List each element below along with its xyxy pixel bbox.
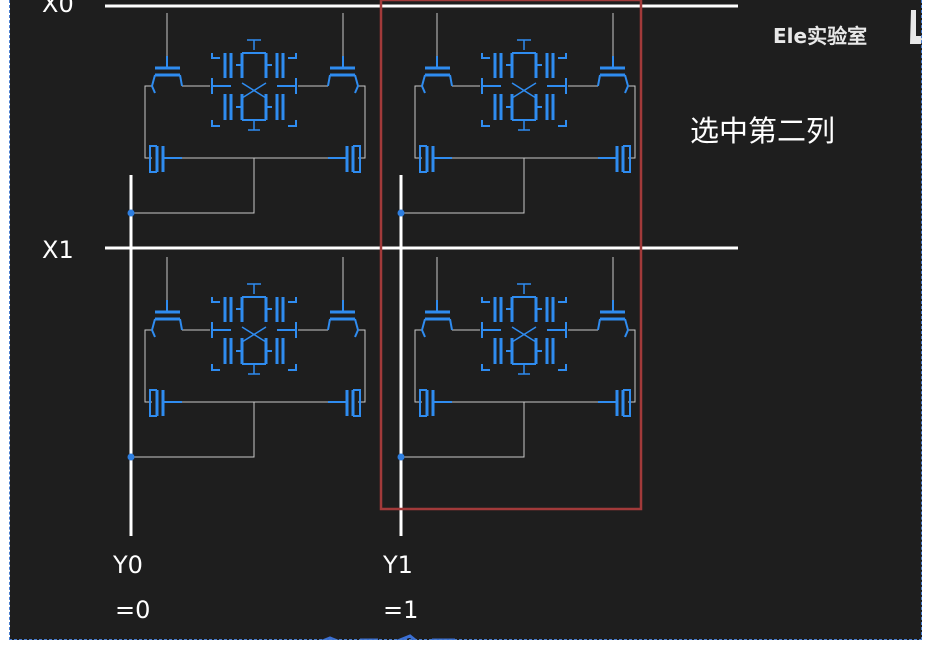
row-label-x0: X0 — [42, 0, 74, 18]
access-transistor-right — [327, 300, 360, 338]
cross-coupled-inverters — [481, 39, 567, 131]
select-transistor-left — [149, 389, 182, 417]
select-transistor-left — [419, 145, 452, 173]
sram-cell-r1c0 — [127, 257, 366, 461]
select-transistor-right — [328, 145, 361, 173]
select-transistor-right — [328, 389, 361, 417]
watermark-logo-mark — [910, 10, 922, 44]
watermark-logo-text: Ele实验室 — [773, 24, 868, 48]
caption-text: 选中第二列 — [690, 114, 836, 148]
access-transistor-right — [597, 56, 630, 94]
selected-column-highlight — [379, 0, 643, 511]
select-transistor-right — [598, 145, 631, 173]
node-dot — [127, 453, 135, 461]
cross-coupled-inverters — [481, 283, 567, 375]
column-label-y1: Y1 — [383, 551, 413, 579]
cross-coupled-inverters — [211, 283, 297, 375]
access-transistor-right — [597, 300, 630, 338]
access-transistor-left — [150, 56, 183, 94]
sram-cell-r0c1 — [397, 13, 636, 217]
select-transistor-right — [598, 389, 631, 417]
sram-cell-r1c1 — [397, 257, 636, 461]
column-value-y0: =0 — [115, 596, 151, 624]
column-value-y1: =1 — [383, 596, 419, 624]
node-dot — [127, 209, 135, 217]
sram-cell-r0c0 — [127, 13, 366, 217]
access-transistor-left — [420, 300, 453, 338]
diagram-canvas: X0 X1 Y0 =0 Y1 =1 选中第二列 Ele实验室 — [10, 0, 922, 640]
access-transistor-left — [150, 300, 183, 338]
column-label-y0: Y0 — [113, 551, 143, 579]
select-transistor-left — [419, 389, 452, 417]
node-dot — [397, 209, 405, 217]
sram-array-diagram — [105, 0, 738, 536]
cross-coupled-inverters — [211, 39, 297, 131]
select-transistor-left — [149, 145, 182, 173]
subtitle-fragment — [320, 634, 455, 640]
node-dot — [397, 453, 405, 461]
access-transistor-left — [420, 56, 453, 94]
row-label-x1: X1 — [42, 236, 74, 264]
access-transistor-right — [327, 56, 360, 94]
